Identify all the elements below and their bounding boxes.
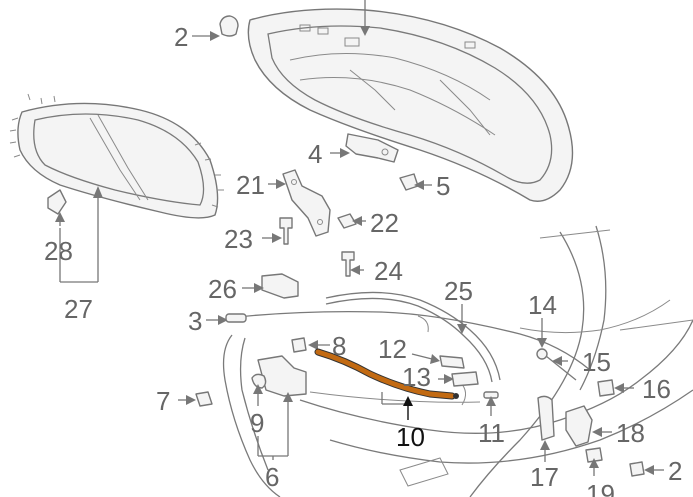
release-cable-10-highlighted <box>314 348 459 420</box>
callout-label-26: 26 <box>208 274 237 304</box>
callout-label-7: 7 <box>156 386 170 416</box>
callout-label-25: 25 <box>444 276 473 306</box>
callout-label-13: 13 <box>402 362 431 392</box>
hood-latch-4 <box>330 133 399 163</box>
hood-panel <box>247 8 574 202</box>
pivot-14-15 <box>536 318 577 381</box>
callout-label-23: 23 <box>224 224 253 254</box>
callout-label-5: 5 <box>436 171 450 201</box>
clip-13 <box>438 371 479 387</box>
bumper-2-top <box>192 15 239 41</box>
callout-label-14: 14 <box>528 290 557 320</box>
callout-label-3: 3 <box>188 306 202 336</box>
callout-label-2a: 2 <box>174 22 188 52</box>
release-cable-3 <box>206 310 591 371</box>
bolt-8 <box>291 337 330 353</box>
callout-label-9: 9 <box>250 408 264 438</box>
callout-label-6: 6 <box>265 462 279 492</box>
bolt-5 <box>399 173 432 191</box>
clip-28 <box>47 189 67 226</box>
bolt-22 <box>337 213 366 229</box>
callout-27 <box>59 186 103 283</box>
callout-label-10: 10 <box>396 422 425 452</box>
bracket-12 <box>411 353 465 369</box>
callout-label-22: 22 <box>370 208 399 238</box>
callout-label-15: 15 <box>582 347 611 377</box>
callout-label-19: 19 <box>586 479 615 497</box>
callout-label-21: 21 <box>236 170 265 200</box>
callout-1 <box>360 0 370 36</box>
clip-16 <box>597 379 634 397</box>
clip-2-bottom <box>629 461 664 477</box>
callout-label-28: 28 <box>44 236 73 266</box>
callout-label-8: 8 <box>332 331 346 361</box>
block-18 <box>565 405 612 447</box>
bolt-23 <box>262 217 293 245</box>
bolt-19 <box>585 447 603 476</box>
callout-label-2b: 2 <box>668 456 682 486</box>
callout-label-17: 17 <box>530 462 559 492</box>
callout-label-12: 12 <box>378 334 407 364</box>
callout-label-27: 27 <box>64 294 93 324</box>
hood-insulator <box>9 93 224 219</box>
callout-label-16: 16 <box>642 374 671 404</box>
callout-label-11: 11 <box>478 418 505 448</box>
bolt-24 <box>341 251 364 277</box>
bracket-26 <box>242 273 299 299</box>
hinge-21 <box>268 169 331 237</box>
clip-11 <box>483 391 499 416</box>
callout-label-24: 24 <box>374 256 403 286</box>
seal-25 <box>325 291 501 383</box>
support-rod-17 <box>537 395 555 462</box>
callout-label-18: 18 <box>616 418 645 448</box>
latch-assembly-6 <box>251 355 307 460</box>
callout-label-4: 4 <box>308 139 322 169</box>
bolt-7 <box>178 391 213 407</box>
